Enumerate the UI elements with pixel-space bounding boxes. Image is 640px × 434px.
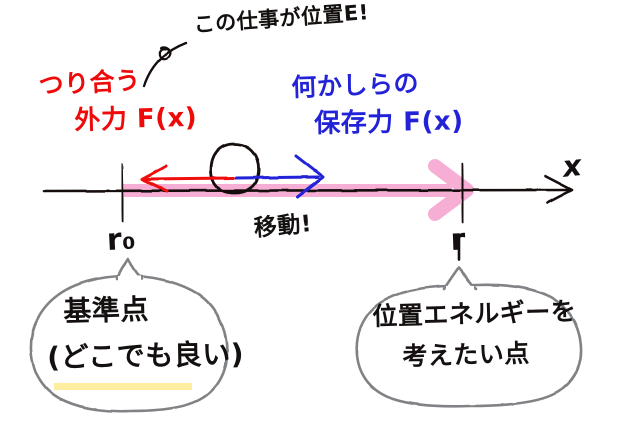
- blue-right-arrow-icon: [234, 154, 325, 199]
- tick-label-r0: r₀: [105, 221, 137, 258]
- bubble-left-outline: [29, 257, 229, 413]
- bubble-right-outline: [355, 232, 583, 408]
- circle-object-icon: [209, 142, 261, 195]
- tick-label-r: r: [449, 222, 467, 258]
- red-left-arrow-icon: [140, 164, 235, 193]
- tick-r: [460, 162, 465, 224]
- tick-r0: [120, 163, 125, 223]
- yellow-highlight: [54, 383, 192, 390]
- axis-label-x: x: [560, 147, 584, 184]
- bubble-left-line2: (どこでも良い): [46, 337, 245, 374]
- conservative-force-label-line1: 何かしらの: [290, 68, 420, 102]
- movement-label: 移動!: [252, 210, 313, 242]
- conservative-force-label-line2: 保存力 F(x): [313, 106, 464, 139]
- bubble-right-line2: 考えたい点: [401, 338, 531, 371]
- curved-leader-line-icon: [142, 41, 188, 88]
- bubble-left-line1: 基準点: [62, 292, 150, 328]
- bubble-right-line1: 位置エネルギーを: [371, 296, 577, 331]
- external-force-label-line1: つり合う: [37, 65, 142, 100]
- external-force-label-line2: 外力 F(x): [73, 102, 198, 136]
